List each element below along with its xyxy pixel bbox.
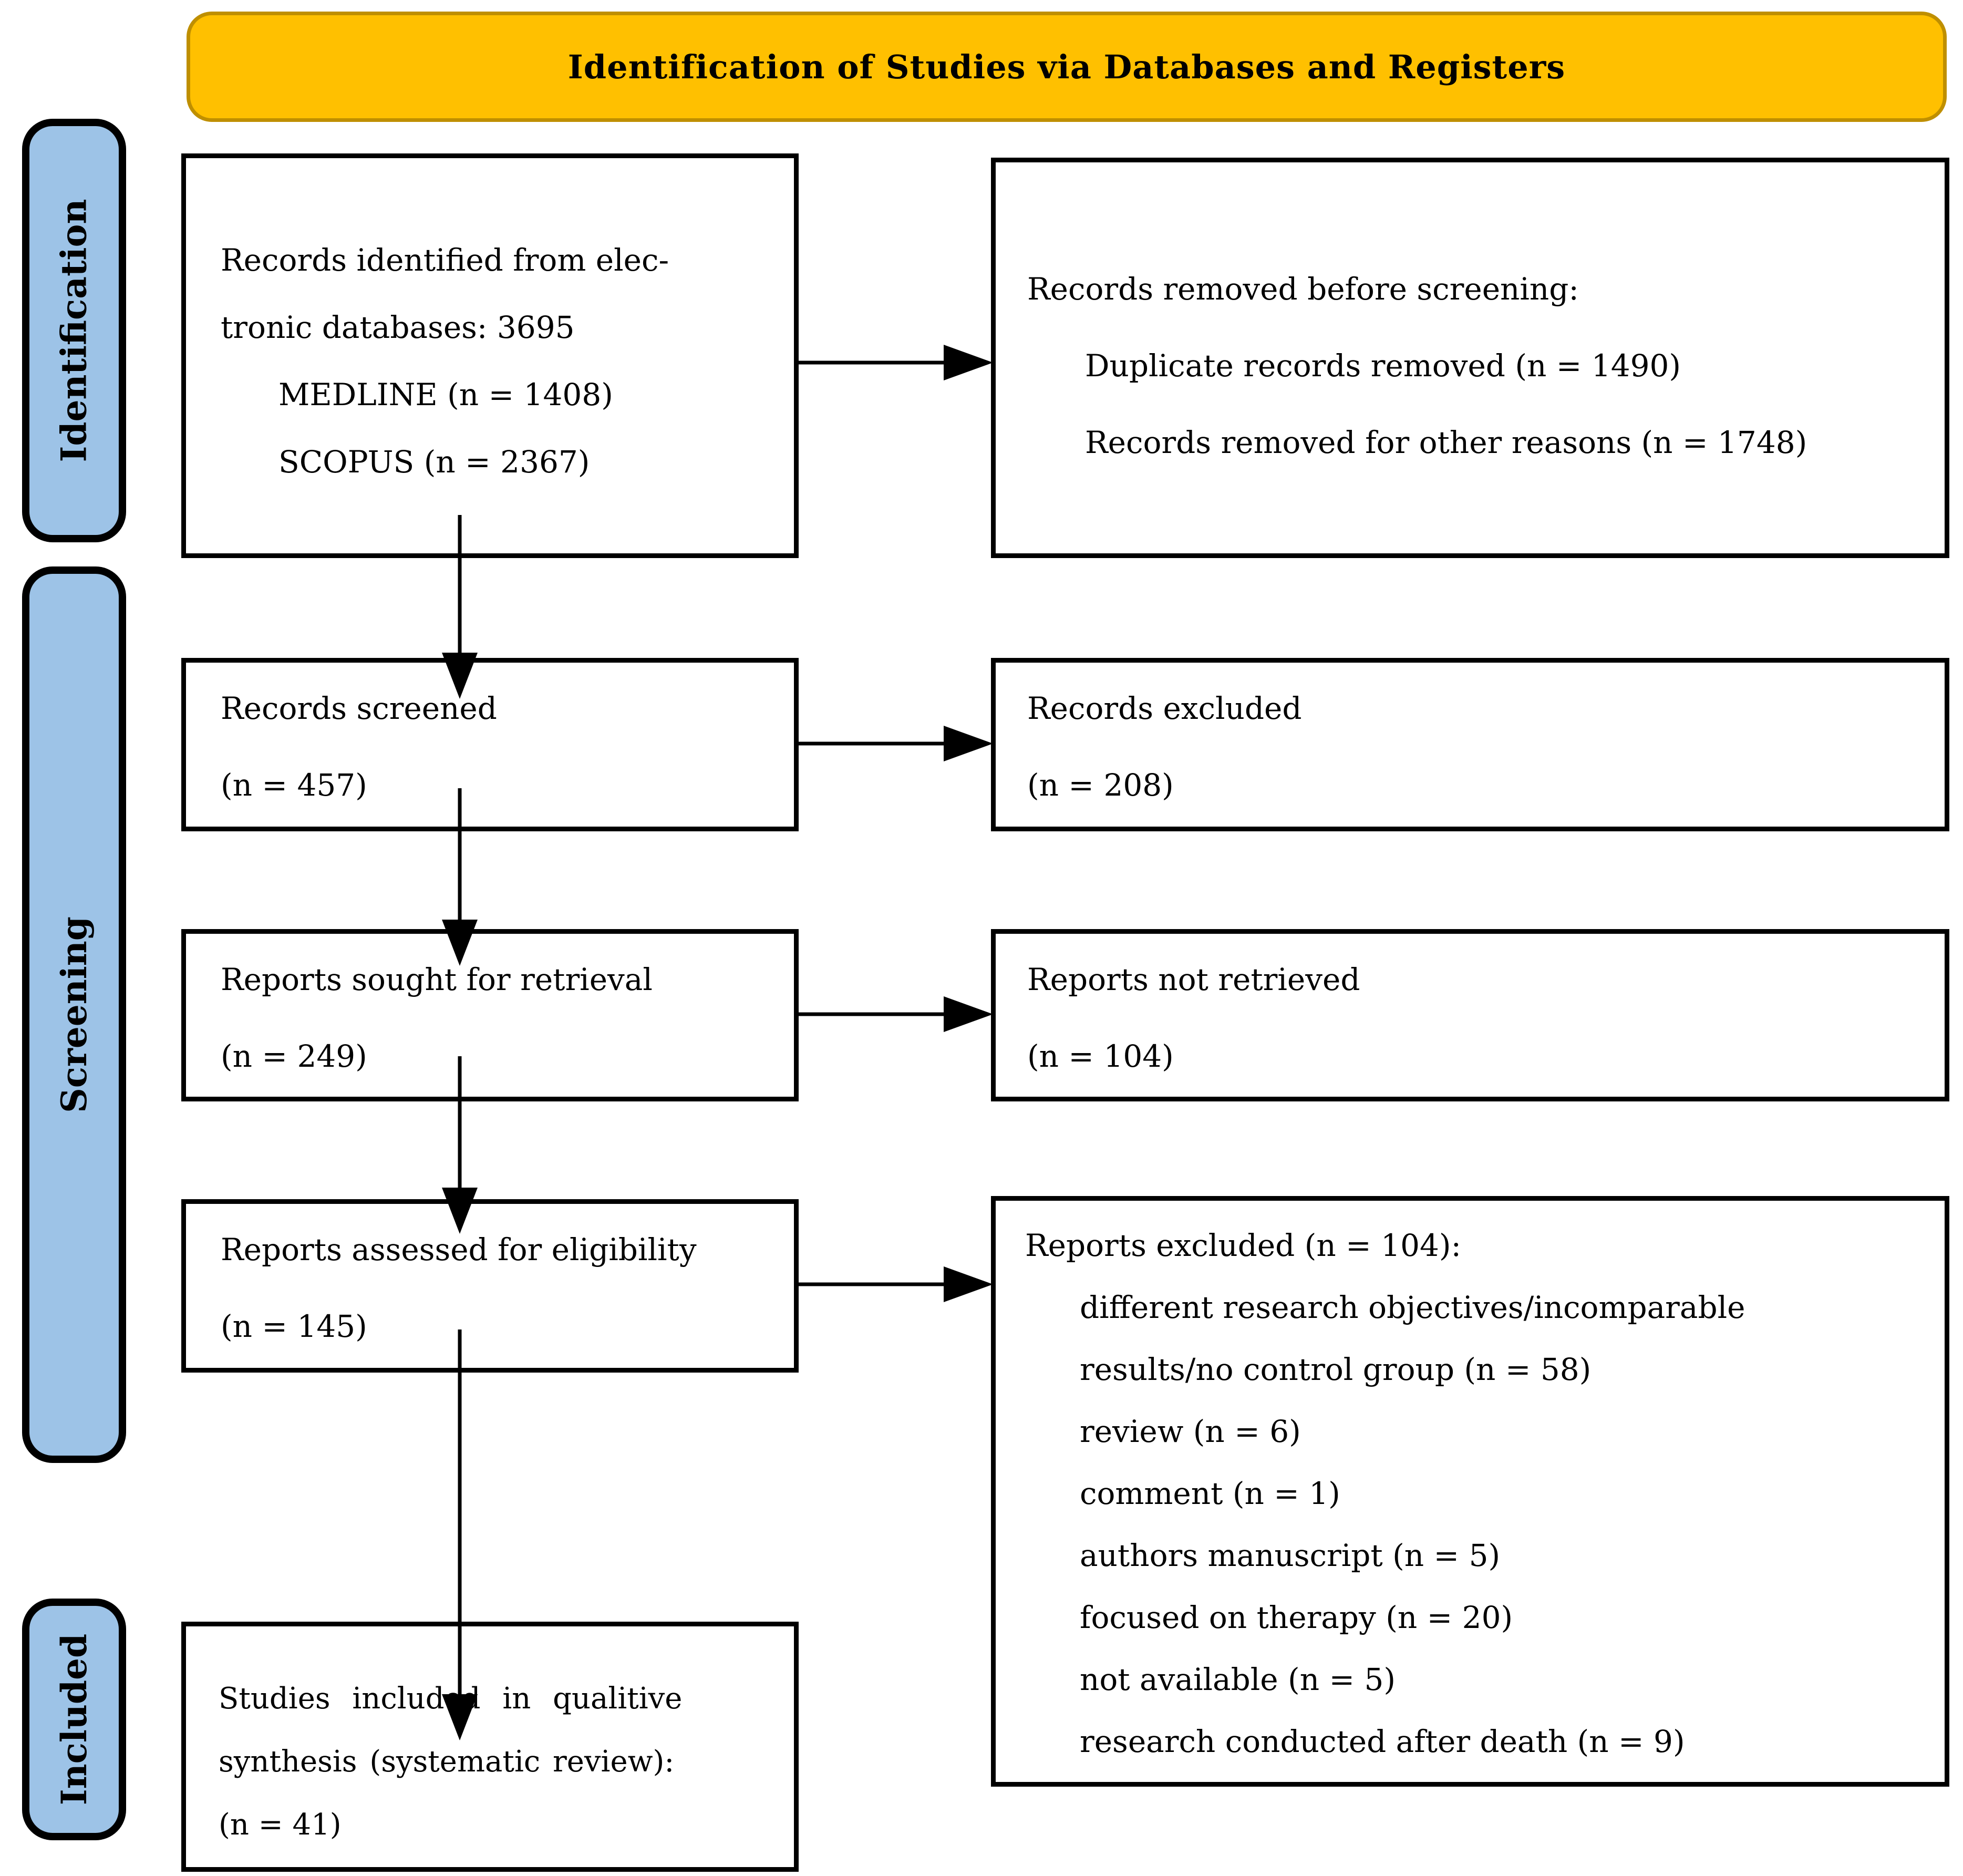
box-reports-not-retrieved: Reports not retrieved (n = 104) [991, 929, 1949, 1101]
box-text-line: (n = 208) [1027, 767, 1174, 803]
box-studies-included: Studies included in qualitive synthesis … [181, 1622, 799, 1872]
stage-screening: Screening [22, 566, 126, 1463]
box-text-line: focused on therapy (n = 20) [1080, 1600, 1513, 1635]
box-records-removed-before-screening: Records removed before screening: Duplic… [991, 158, 1949, 558]
box-text-line: results/no control group (n = 58) [1080, 1352, 1592, 1387]
box-records-excluded: Records excluded (n = 208) [991, 658, 1949, 831]
arrow-screened-to-excluded [797, 726, 993, 761]
box-reports-assessed: Reports assessed for eligibility (n = 14… [181, 1199, 799, 1373]
box-text-line: tronic databases: 3695 [221, 310, 575, 345]
box-text-line: MEDLINE (n = 1408) [278, 377, 613, 413]
box-text-line: Reports assessed for eligibility [221, 1232, 697, 1267]
box-text-line: (n = 104) [1027, 1038, 1174, 1074]
box-reports-excluded-reasons: Reports excluded (n = 104): different re… [991, 1196, 1949, 1787]
diagram-title: Identification of Studies via Databases … [567, 47, 1566, 86]
arrow-sought-to-not-retrieved [797, 996, 993, 1032]
box-records-screened: Records screened (n = 457) [181, 658, 799, 831]
box-text-line: (n = 457) [221, 767, 367, 803]
box-records-identified: Records identified from elec- tronic dat… [181, 153, 799, 558]
box-text-line: Records removed for other reasons (n = 1… [1085, 425, 1807, 460]
arrow-assessed-to-reports-excluded [797, 1266, 993, 1302]
box-text-line: SCOPUS (n = 2367) [278, 444, 590, 480]
box-text-line: different research objectives/incomparab… [1080, 1290, 1745, 1325]
title-banner: Identification of Studies via Databases … [187, 12, 1947, 122]
box-text-line: not available (n = 5) [1080, 1662, 1396, 1697]
stage-identification-label: Identification [54, 199, 95, 462]
box-text-line: Reports sought for retrieval [221, 962, 653, 997]
stage-identification: Identification [22, 119, 126, 542]
box-text-line: Reports not retrieved [1027, 962, 1360, 997]
box-text-line: Reports excluded (n = 104): [1025, 1228, 1462, 1263]
box-text-line: review (n = 6) [1080, 1414, 1301, 1449]
box-text-line: Studies included in qualitive [219, 1682, 683, 1716]
box-text-line: Duplicate records removed (n = 1490) [1085, 348, 1681, 384]
box-text-line: Records excluded [1027, 690, 1302, 726]
box-text-line: Records identified from elec- [221, 242, 669, 278]
box-text-line: comment (n = 1) [1080, 1476, 1340, 1511]
stage-included-label: Included [54, 1633, 95, 1806]
box-text-line: research conducted after death (n = 9) [1080, 1724, 1685, 1759]
box-text-line: Records removed before screening: [1027, 271, 1579, 307]
box-reports-sought: Reports sought for retrieval (n = 249) [181, 929, 799, 1101]
box-text-line: synthesis (systematic review): [219, 1745, 675, 1779]
stage-screening-label: Screening [54, 916, 95, 1113]
box-text-line: Records screened [221, 690, 497, 726]
stage-included: Included [22, 1599, 126, 1840]
box-text-line: (n = 41) [219, 1808, 342, 1842]
box-text-line: (n = 145) [221, 1308, 367, 1344]
arrow-identified-to-removed [797, 345, 993, 380]
box-text-line: authors manuscript (n = 5) [1080, 1538, 1501, 1573]
box-text-line: (n = 249) [221, 1038, 367, 1074]
